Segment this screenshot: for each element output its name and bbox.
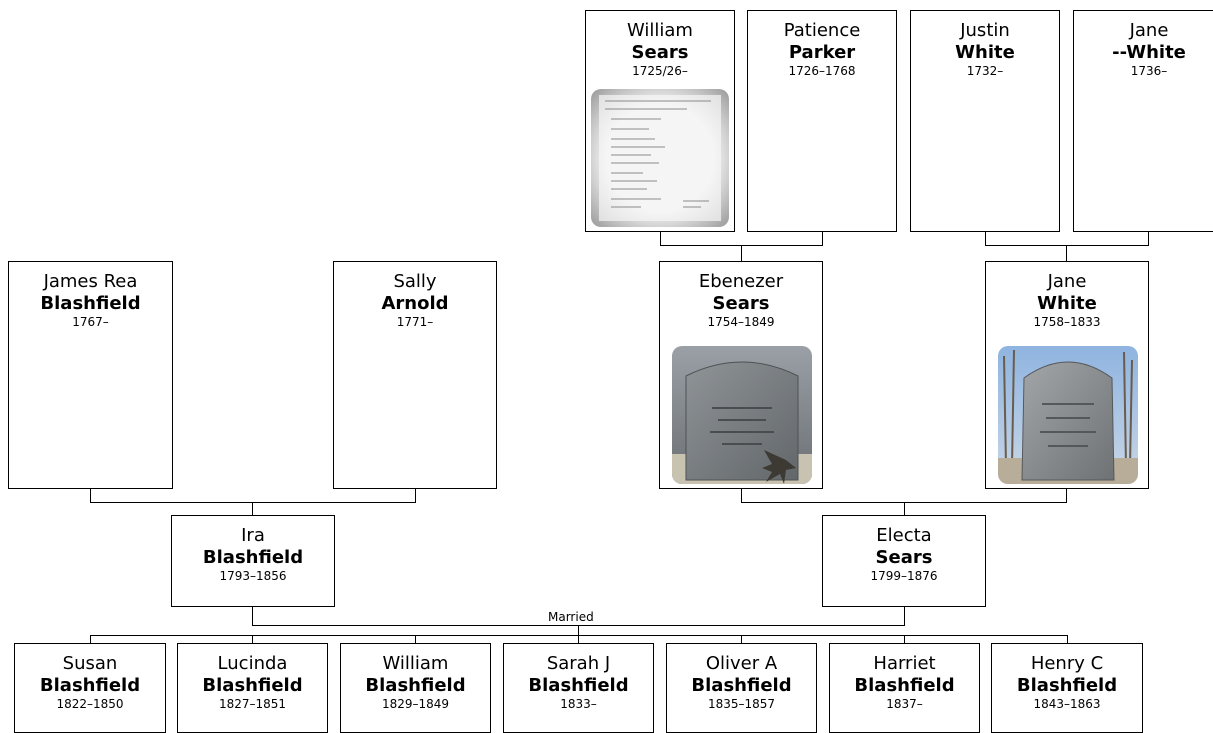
given-name: Electa (876, 525, 932, 546)
surname: White (955, 42, 1015, 63)
surname: Blashfield (39, 675, 141, 696)
married-label: Married (548, 610, 594, 624)
given-name: Ira (241, 525, 265, 546)
life-dates: 1829–1849 (381, 697, 450, 711)
given-name: Sally (393, 271, 437, 292)
life-dates: 1732– (966, 64, 1004, 78)
person-card-patience-parker[interactable]: Patience Parker 1726–1768 (747, 10, 897, 232)
children-bar (90, 635, 1068, 636)
life-dates: 1799–1876 (870, 569, 938, 583)
life-dates: 1827–1851 (218, 697, 287, 711)
given-name: William (627, 20, 693, 41)
surname: White (1037, 293, 1097, 314)
connector-line (741, 489, 742, 502)
given-name: William (382, 653, 449, 674)
given-name: Oliver A (705, 653, 778, 674)
child-drop-line (578, 635, 579, 643)
life-dates: 1726–1768 (788, 64, 856, 78)
person-card-jane-white-sr[interactable]: Jane --White 1736– (1073, 10, 1213, 232)
surname: Blashfield (365, 675, 466, 696)
given-name: Ebenezer (698, 271, 784, 292)
connector-line (1066, 245, 1067, 261)
life-dates: 1754–1849 (707, 315, 775, 329)
document-photo[interactable] (591, 89, 729, 227)
given-name: Patience (783, 20, 861, 41)
child-card-susan[interactable]: Susan Blashfield 1822–1850 (14, 643, 166, 733)
connector-line (415, 489, 416, 502)
connector-line (1066, 489, 1067, 502)
connector-line (90, 489, 91, 502)
surname: Blashfield (854, 675, 955, 696)
connector-line (578, 625, 579, 635)
life-dates: 1771– (396, 315, 434, 329)
surname: Parker (788, 42, 856, 63)
life-dates: 1833– (560, 697, 597, 711)
child-card-harriet[interactable]: Harriet Blashfield 1837– (829, 643, 980, 733)
life-dates: 1843–1863 (1033, 697, 1101, 711)
child-card-william[interactable]: William Blashfield 1829–1849 (340, 643, 491, 733)
life-dates: 1725/26– (632, 64, 688, 78)
given-name: Justin (960, 20, 1010, 41)
surname: Sears (631, 42, 689, 63)
child-drop-line (904, 635, 905, 643)
given-name: Sarah J (546, 653, 611, 674)
life-dates: 1793–1856 (219, 569, 287, 583)
person-card-jane-white[interactable]: Jane White 1758–1833 (985, 261, 1149, 489)
connector-line (1148, 232, 1149, 245)
marriage-line (904, 607, 905, 625)
child-drop-line (415, 635, 416, 643)
given-name: Lucinda (217, 653, 288, 674)
given-name: James Rea (43, 271, 138, 292)
given-name: Susan (62, 653, 118, 674)
surname: Blashfield (202, 547, 304, 568)
given-name: Jane (1129, 20, 1169, 41)
gravestone-photo[interactable] (672, 346, 812, 484)
person-card-justin-white[interactable]: Justin White 1732– (910, 10, 1060, 232)
connector-line (660, 232, 661, 245)
child-drop-line (741, 635, 742, 643)
person-card-ebenezer-sears[interactable]: Ebenezer Sears 1754–1849 (659, 261, 823, 489)
connector-line (985, 232, 986, 245)
marriage-line (252, 607, 253, 625)
person-card-william-sears[interactable]: William Sears 1725/26– (585, 10, 735, 232)
given-name: Jane (1047, 271, 1087, 292)
connector-line (90, 502, 416, 503)
connector-line (741, 245, 742, 261)
connector-line (985, 245, 1149, 246)
surname: Blashfield (528, 675, 629, 696)
person-card-sally-arnold[interactable]: Sally Arnold 1771– (333, 261, 497, 489)
surname: --White (1112, 42, 1186, 63)
connector-line (252, 502, 253, 515)
person-card-ira-blashfield[interactable]: Ira Blashfield 1793–1856 (171, 515, 335, 607)
person-card-james-rea-blashfield[interactable]: James Rea Blashfield 1767– (8, 261, 173, 489)
surname: Arnold (381, 293, 449, 314)
child-card-oliver-a[interactable]: Oliver A Blashfield 1835–1857 (666, 643, 817, 733)
child-drop-line (90, 635, 91, 643)
child-card-henry-c[interactable]: Henry C Blashfield 1843–1863 (991, 643, 1143, 733)
surname: Blashfield (1016, 675, 1118, 696)
given-name: Harriet (873, 653, 936, 674)
surname: Sears (712, 293, 770, 314)
person-card-electa-sears[interactable]: Electa Sears 1799–1876 (822, 515, 986, 607)
surname: Blashfield (691, 675, 792, 696)
surname: Blashfield (40, 293, 141, 314)
life-dates: 1822–1850 (56, 697, 124, 711)
child-card-sarah-j[interactable]: Sarah J Blashfield 1833– (503, 643, 654, 733)
life-dates: 1767– (72, 315, 109, 329)
connector-line (904, 502, 905, 515)
life-dates: 1736– (1130, 64, 1168, 78)
child-drop-line (252, 635, 253, 643)
gravestone-photo[interactable] (998, 346, 1138, 484)
connector-line (822, 232, 823, 245)
given-name: Henry C (1030, 653, 1104, 674)
life-dates: 1758–1833 (1033, 315, 1101, 329)
life-dates: 1837– (886, 697, 923, 711)
life-dates: 1835–1857 (707, 697, 776, 711)
child-card-lucinda[interactable]: Lucinda Blashfield 1827–1851 (177, 643, 328, 733)
surname: Blashfield (202, 675, 303, 696)
surname: Sears (875, 547, 933, 568)
child-drop-line (1067, 635, 1068, 643)
